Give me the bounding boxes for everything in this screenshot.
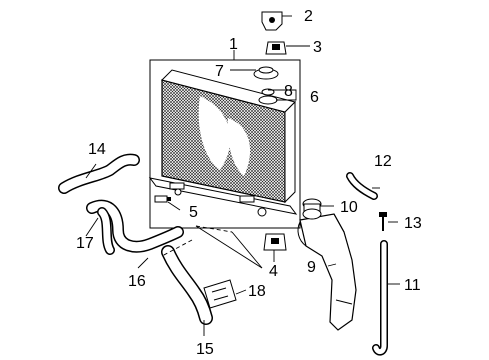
lower-cushion: [263, 233, 287, 251]
callout-10: 10: [340, 199, 358, 216]
leader-lines: [85, 15, 400, 336]
reservoir-tank: [297, 213, 357, 331]
radiator-cap: [253, 66, 279, 105]
callout-13: 13: [404, 215, 422, 232]
siphon-tube: [372, 240, 388, 356]
callout-labels: 1 2 3 4 5 6 7 8 9 10 11 12 13 14 15 16 1…: [76, 8, 422, 358]
radiator-bottom-tank: [148, 177, 298, 217]
callout-11: 11: [404, 277, 421, 294]
lower-radiator-hose: [86, 199, 184, 255]
upper-mount-bracket: [261, 11, 283, 31]
callout-9: 9: [307, 259, 316, 276]
callout-12: 12: [374, 153, 392, 170]
callout-5: 5: [189, 204, 198, 221]
callout-18: 18: [248, 283, 266, 300]
reservoir-cap: [302, 198, 322, 220]
callout-8: 8: [284, 83, 293, 100]
callout-3: 3: [313, 39, 322, 56]
upper-radiator-hose: [58, 153, 140, 194]
radiator-assembly-frame: [149, 59, 301, 229]
callout-6: 6: [310, 89, 319, 106]
callout-1: 1: [229, 36, 238, 53]
upper-cushion: [265, 41, 287, 55]
overflow-hose: [346, 172, 378, 200]
lower-hose-section: [161, 245, 213, 325]
callout-14: 14: [88, 141, 106, 158]
hose-clamp-bracket: [203, 279, 237, 309]
drain-plug: [154, 195, 171, 203]
callout-17: 17: [76, 235, 94, 252]
bolt: [379, 212, 387, 231]
callout-4: 4: [269, 263, 278, 280]
callout-2: 2: [304, 8, 313, 25]
callout-15: 15: [196, 341, 214, 358]
callout-7: 7: [215, 63, 224, 80]
callout-16: 16: [128, 273, 146, 290]
